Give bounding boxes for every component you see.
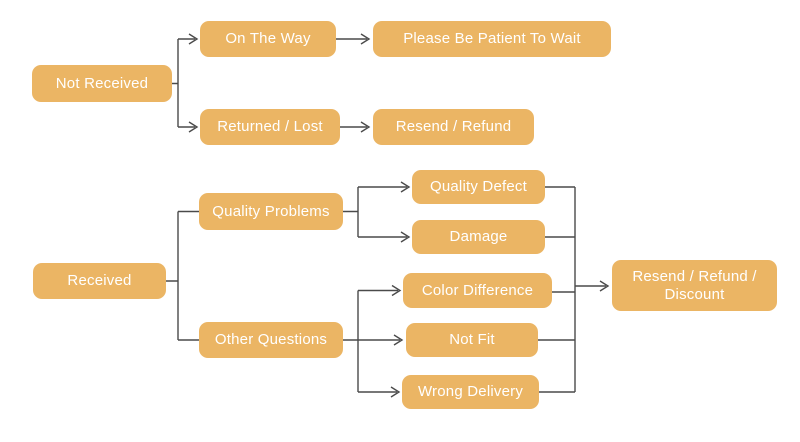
edge-other-questions-branch (343, 289, 400, 393)
edge-received-branch (166, 210, 199, 341)
node-please-be-patient-to-wait: Please Be Patient To Wait (373, 21, 611, 57)
node-label: Other Questions (214, 331, 328, 348)
node-label: Please Be Patient To Wait (403, 30, 581, 47)
arrowhead-damage (400, 231, 411, 243)
node-resend-refund-discount: Resend / Refund / Discount (612, 260, 777, 311)
node-label: On The Way (225, 30, 311, 47)
edge-not-received-branch (172, 38, 195, 128)
arrowhead-resend-refund-discount (599, 280, 610, 292)
node-label: Quality Problems (212, 202, 330, 220)
node-quality-defect: Quality Defect (412, 170, 545, 204)
arrowhead-please-wait (360, 33, 371, 45)
node-label: Received (67, 272, 132, 289)
node-damage: Damage (412, 220, 545, 254)
arrowhead-not-fit (393, 334, 404, 346)
node-color-difference: Color Difference (403, 273, 552, 308)
node-label: Resend / Refund / Discount (632, 267, 757, 303)
node-resend-refund: Resend / Refund (373, 109, 534, 145)
node-wrong-delivery: Wrong Delivery (402, 375, 539, 409)
node-label: Damage (449, 228, 508, 245)
node-other-questions: Other Questions (199, 322, 343, 358)
node-label: Wrong Delivery (417, 383, 524, 400)
node-not-fit: Not Fit (406, 323, 538, 357)
node-received: Received (33, 263, 166, 299)
node-label: Returned / Lost (217, 118, 323, 135)
arrowhead-quality-defect (400, 181, 411, 193)
node-returned-lost: Returned / Lost (200, 109, 340, 145)
arrowhead-on-the-way (188, 33, 199, 45)
node-quality-problems: Quality Problems (199, 193, 343, 230)
node-label: Not Fit (449, 331, 495, 348)
edge-quality-problems-branch (343, 186, 407, 238)
node-label: Not Received (55, 74, 149, 92)
node-on-the-way: On The Way (200, 21, 336, 57)
node-label: Quality Defect (429, 178, 527, 195)
node-label: Color Difference (421, 281, 534, 299)
arrowhead-wrong-delivery (390, 386, 401, 398)
node-label: Resend / Refund (395, 118, 512, 135)
arrowhead-resend-refund (360, 121, 371, 133)
node-not-received: Not Received (32, 65, 172, 102)
arrowhead-returned-lost (188, 121, 199, 133)
arrowhead-color-difference (391, 284, 402, 297)
